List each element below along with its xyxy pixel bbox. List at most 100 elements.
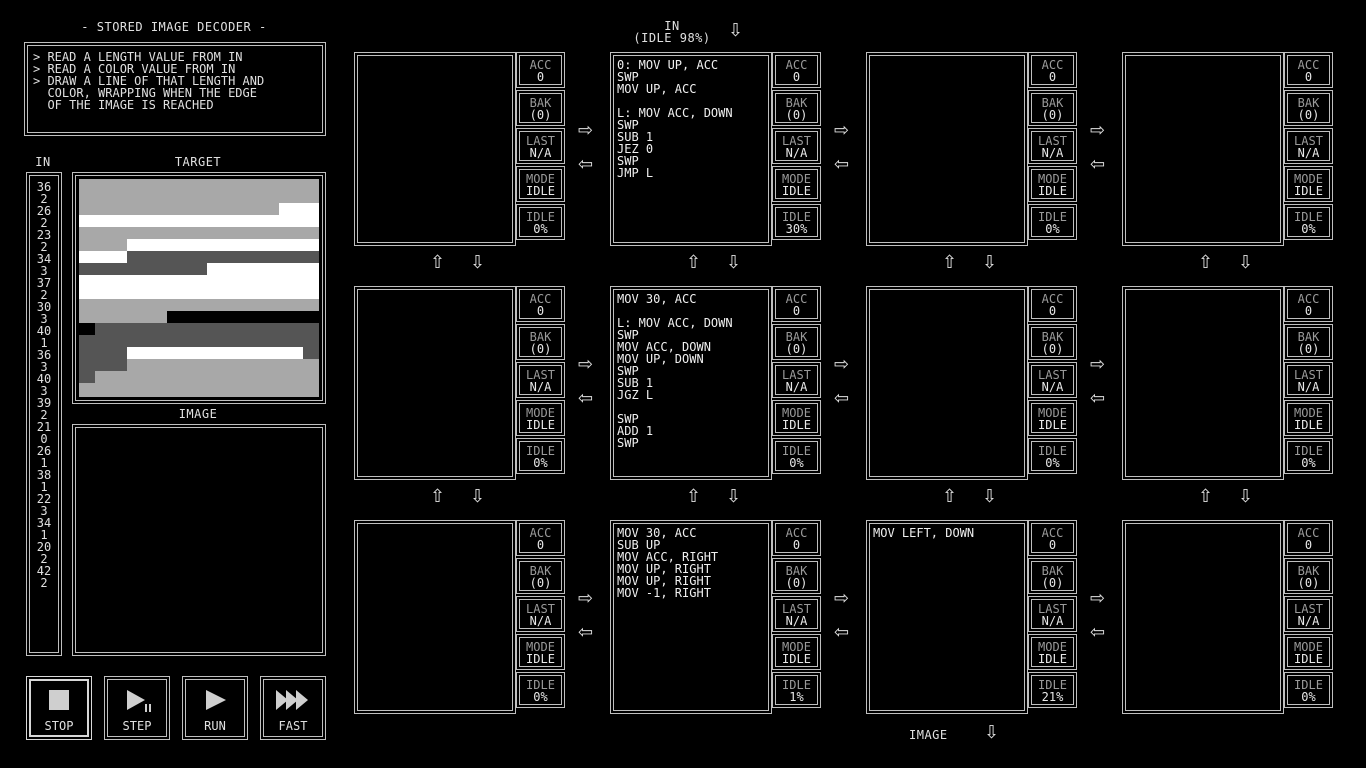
acc-value: 0 — [536, 70, 545, 84]
code-editor[interactable] — [354, 520, 516, 714]
mode-label: MODE — [1294, 406, 1323, 420]
bak-label: BAK — [1297, 564, 1320, 578]
fast-button[interactable]: FAST — [260, 676, 326, 740]
last-value: N/A — [785, 380, 808, 394]
in-value: 3 — [40, 384, 48, 398]
arrow-up-icon: ⇧ — [1198, 486, 1214, 507]
acc-value: 0 — [792, 538, 801, 552]
last-value: N/A — [1297, 146, 1320, 160]
idle-value: 0% — [789, 456, 804, 470]
code-editor[interactable] — [1122, 52, 1284, 246]
acc-value: 0 — [1048, 538, 1057, 552]
code-editor[interactable] — [866, 286, 1028, 480]
arrow-up-icon: ⇧ — [430, 486, 446, 507]
step-button[interactable]: STEP — [104, 676, 170, 740]
bak-label: BAK — [1297, 330, 1320, 344]
bak-value: (0) — [1041, 342, 1064, 356]
description-line: > DRAW A LINE OF THAT LENGTH AND — [33, 74, 265, 88]
last-value: N/A — [1041, 614, 1064, 628]
code-editor[interactable]: MOV 30, ACC SUB UP MOV ACC, RIGHT MOV UP… — [610, 520, 772, 714]
code-editor[interactable] — [354, 286, 516, 480]
mode-label: MODE — [782, 406, 811, 420]
last-label: LAST — [526, 368, 555, 382]
code-editor[interactable] — [354, 52, 516, 246]
bak-register: BAK(0) — [772, 90, 821, 126]
bak-value: (0) — [529, 576, 552, 590]
description-line: COLOR, WRAPPING WHEN THE EDGE — [33, 86, 257, 100]
in-value: 34 — [36, 516, 52, 530]
arrow-down-icon: ⇩ — [982, 252, 998, 273]
arrow-down-icon: ⇩ — [1238, 252, 1254, 273]
fast-label: FAST — [278, 719, 308, 733]
in-value: 39 — [36, 396, 52, 410]
arrow-left-icon: ⇦ — [578, 388, 594, 409]
run-button[interactable]: RUN — [182, 676, 248, 740]
bak-value: (0) — [785, 342, 808, 356]
code-editor[interactable]: MOV 30, ACC L: MOV ACC, DOWN SWP MOV ACC… — [610, 286, 772, 480]
bak-value: (0) — [529, 342, 552, 356]
acc-value: 0 — [536, 538, 545, 552]
in-value: 37 — [36, 276, 52, 290]
bak-label: BAK — [529, 564, 552, 578]
mode-label: MODE — [526, 640, 555, 654]
last-label: LAST — [782, 602, 811, 616]
bottom-output-label: IMAGE — [909, 728, 948, 742]
arrow-down-icon: ⇩ — [470, 252, 486, 273]
arrow-down-icon: ⇩ — [726, 486, 742, 507]
acc-value: 0 — [1304, 70, 1313, 84]
code-editor[interactable] — [1122, 520, 1284, 714]
arrow-down-icon: ⇩ — [728, 20, 744, 41]
idle-label: IDLE — [1294, 210, 1323, 224]
idle-value: 0% — [533, 222, 548, 236]
puzzle-title: - STORED IMAGE DECODER - — [81, 20, 267, 34]
node-source-code: 0: MOV UP, ACC SWP MOV UP, ACC L: MOV AC… — [617, 58, 733, 180]
code-editor[interactable] — [1122, 286, 1284, 480]
arrow-right-icon: ⇨ — [578, 120, 594, 141]
acc-label: ACC — [785, 58, 808, 72]
mode-label: MODE — [1294, 172, 1323, 186]
in-value: 2 — [40, 408, 48, 422]
in-value: 2 — [40, 288, 48, 302]
bak-label: BAK — [785, 96, 808, 110]
step-label: STEP — [122, 719, 152, 733]
step-icon — [127, 690, 151, 712]
code-editor[interactable]: MOV LEFT, DOWN — [866, 520, 1028, 714]
bak-register: BAK(0) — [516, 90, 565, 126]
mode-label: MODE — [526, 406, 555, 420]
last-label: LAST — [782, 368, 811, 382]
acc-label: ACC — [1041, 292, 1064, 306]
bak-register: BAK(0) — [1284, 324, 1333, 360]
stop-button[interactable]: STOP — [26, 676, 92, 740]
code-editor[interactable] — [866, 52, 1028, 246]
idle-label: IDLE — [526, 678, 555, 692]
arrow-left-icon: ⇦ — [834, 154, 850, 175]
idle-label: IDLE — [782, 210, 811, 224]
bak-label: BAK — [785, 330, 808, 344]
fast-forward-icon — [276, 690, 308, 710]
in-value: 3 — [40, 504, 48, 518]
code-editor[interactable]: 0: MOV UP, ACC SWP MOV UP, ACC L: MOV AC… — [610, 52, 772, 246]
idle-label: IDLE — [1038, 444, 1067, 458]
target-label: TARGET — [174, 155, 222, 169]
mode-value: IDLE — [782, 184, 811, 198]
